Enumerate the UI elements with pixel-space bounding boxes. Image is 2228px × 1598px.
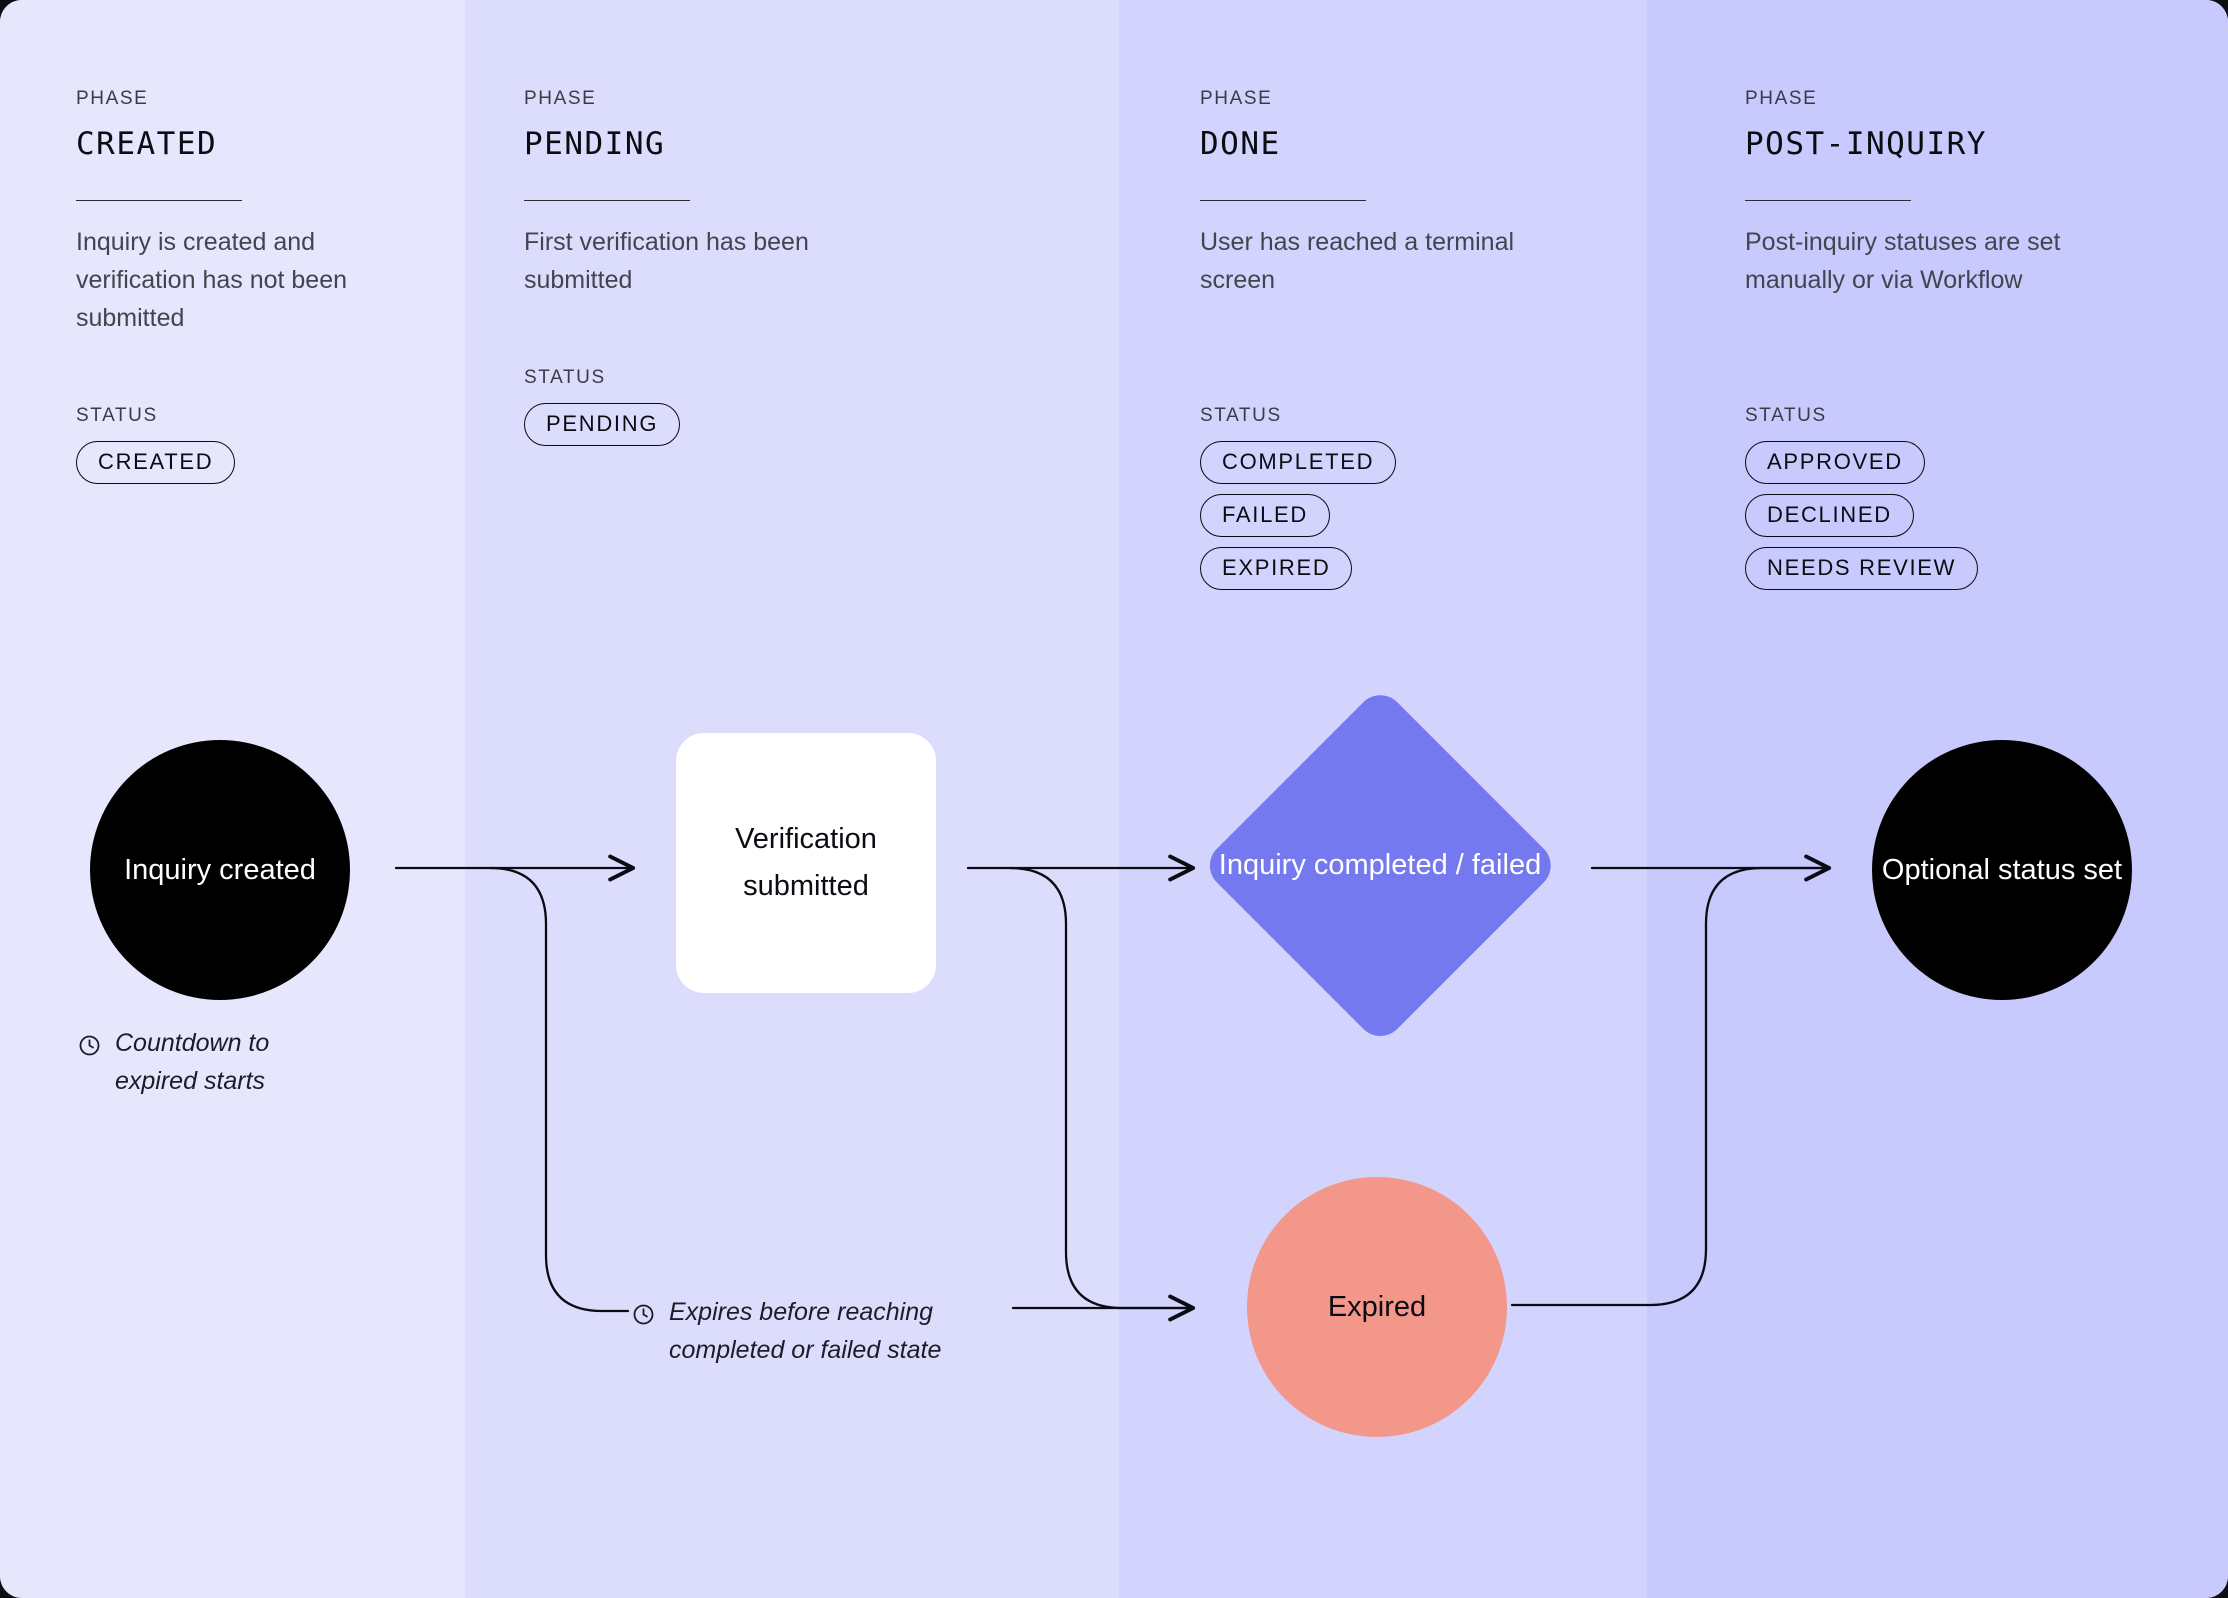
annotation-text: Expires before reaching completed or fai…	[669, 1298, 942, 1364]
phase-kicker: PHASE	[76, 88, 149, 109]
status-pill-list: CREATED	[76, 441, 406, 484]
node-verification-submitted[interactable]: Verification submitted	[676, 733, 936, 993]
status-badge[interactable]: PENDING	[524, 403, 681, 446]
annotation-countdown: Countdown to expired starts	[78, 1024, 358, 1100]
divider	[76, 200, 242, 201]
status-badge[interactable]: CREATED	[76, 441, 236, 484]
node-label: Inquiry completed / failed	[1218, 848, 1542, 881]
status-badge[interactable]: APPROVED	[1745, 441, 1925, 484]
status-pill-list: COMPLETED FAILED EXPIRED	[1200, 441, 1530, 590]
phase-column-pending: PHASE PENDING First verification has bee…	[524, 0, 854, 446]
status-badge[interactable]: FAILED	[1200, 494, 1331, 537]
status-badge[interactable]: EXPIRED	[1200, 547, 1353, 590]
status-pill-list: APPROVED DECLINED NEEDS REVIEW	[1745, 441, 2105, 590]
status-badge[interactable]: NEEDS REVIEW	[1745, 547, 1979, 590]
node-label: Optional status set	[1881, 853, 2123, 886]
status-kicker: STATUS	[524, 367, 606, 388]
divider	[1200, 200, 1366, 201]
status-badge[interactable]: COMPLETED	[1200, 441, 1397, 484]
phase-title: POST-INQUIRY	[1745, 126, 1987, 162]
annotation-text: Countdown to expired starts	[115, 1029, 270, 1095]
phase-kicker: PHASE	[524, 88, 597, 109]
phase-title: PENDING	[524, 126, 666, 162]
phase-kicker: PHASE	[1200, 88, 1273, 109]
phase-title: DONE	[1200, 126, 1281, 162]
node-inquiry-created[interactable]: Inquiry created	[90, 740, 350, 1000]
divider	[524, 200, 690, 201]
node-inquiry-completed-failed[interactable]: Inquiry completed / failed	[1199, 684, 1561, 1046]
status-badge[interactable]: DECLINED	[1745, 494, 1914, 537]
status-kicker: STATUS	[76, 405, 158, 426]
status-kicker: STATUS	[1200, 405, 1282, 426]
clock-icon	[632, 1299, 655, 1337]
phase-kicker: PHASE	[1745, 88, 1818, 109]
phase-description: Inquiry is created and verification has …	[76, 228, 348, 332]
node-label: Inquiry created	[124, 853, 316, 886]
node-label: Verification submitted	[735, 823, 877, 902]
phase-title: CREATED	[76, 126, 218, 162]
phase-description: First verification has been submitted	[524, 228, 809, 294]
status-kicker: STATUS	[1745, 405, 1827, 426]
node-expired[interactable]: Expired	[1247, 1177, 1507, 1437]
phase-column-post-inquiry: PHASE POST-INQUIRY Post-inquiry statuses…	[1745, 0, 2105, 590]
phase-description: User has reached a terminal screen	[1200, 228, 1515, 294]
node-optional-status-set[interactable]: Optional status set	[1872, 740, 2132, 1000]
phase-description: Post-inquiry statuses are set manually o…	[1745, 228, 2061, 294]
status-pill-list: PENDING	[524, 403, 854, 446]
clock-icon	[78, 1030, 101, 1068]
phase-column-done: PHASE DONE User has reached a terminal s…	[1200, 0, 1530, 590]
node-label: Expired	[1327, 1290, 1427, 1323]
divider	[1745, 200, 1911, 201]
phase-column-created: PHASE CREATED Inquiry is created and ver…	[76, 0, 406, 484]
annotation-expires: Expires before reaching completed or fai…	[632, 1293, 1052, 1369]
